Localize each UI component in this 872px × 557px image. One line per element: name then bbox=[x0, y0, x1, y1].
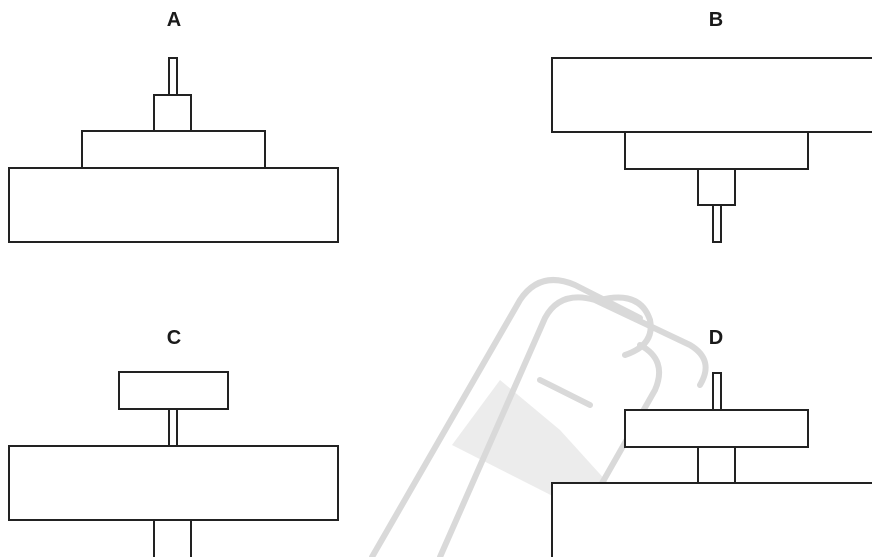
panel-label-b: B bbox=[709, 9, 723, 31]
panel-d-pin bbox=[712, 372, 722, 411]
panel-c-base-block bbox=[8, 445, 339, 521]
panel-d-base-block bbox=[551, 482, 872, 557]
panel-label-c: C bbox=[167, 327, 181, 349]
panel-a-middle-block bbox=[81, 130, 266, 169]
panel-a-small-block bbox=[153, 94, 192, 132]
panel-a-pin bbox=[168, 57, 178, 96]
panel-b: B bbox=[551, 9, 872, 243]
panel-d: D bbox=[551, 327, 872, 557]
panel-b-middle-block bbox=[624, 131, 809, 170]
panel-c: C bbox=[8, 327, 339, 557]
panel-a: A bbox=[8, 9, 339, 243]
panel-c-pin bbox=[168, 408, 178, 447]
panel-b-top-block bbox=[551, 57, 872, 133]
panel-a-base-block bbox=[8, 167, 339, 243]
panel-d-middle-block bbox=[624, 409, 809, 448]
panel-label-a: A bbox=[167, 9, 181, 31]
panel-c-top-block bbox=[118, 371, 229, 410]
panel-d-small-block bbox=[697, 446, 736, 484]
panel-b-small-block bbox=[697, 168, 736, 206]
panel-label-d: D bbox=[709, 327, 723, 349]
panel-b-pin bbox=[712, 204, 722, 243]
panel-c-small-block bbox=[153, 519, 192, 557]
